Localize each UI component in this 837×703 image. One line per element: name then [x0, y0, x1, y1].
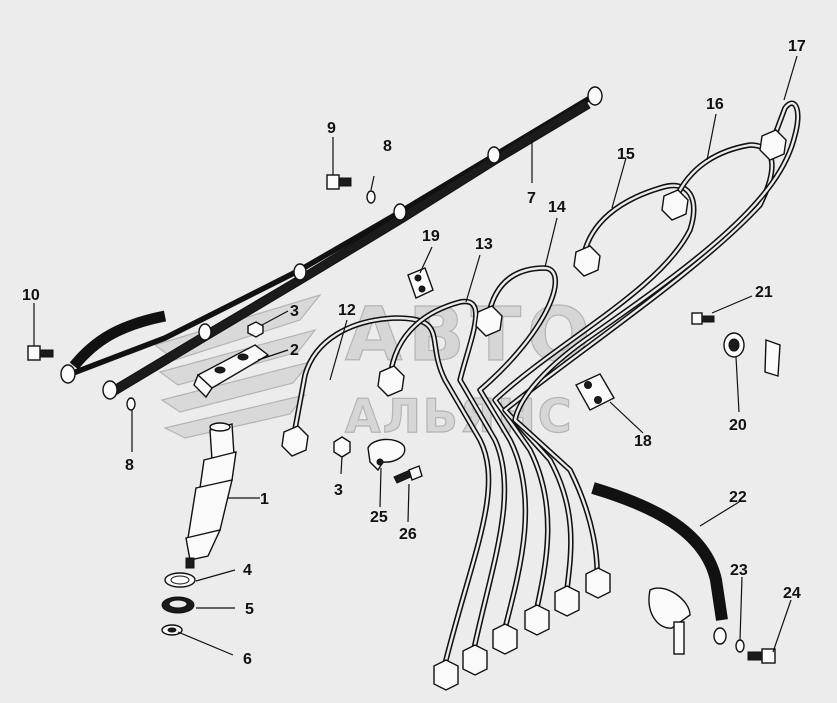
hose-clip-20 [723, 332, 781, 377]
callout-5: 5 [245, 601, 254, 618]
banjo-fitting [587, 86, 603, 106]
banjo-fitting [293, 263, 307, 281]
callout-13: 13 [475, 236, 493, 253]
callout-25: 25 [370, 509, 388, 526]
callout-21: 21 [755, 284, 773, 301]
callout-3-lower: 3 [334, 482, 343, 499]
injector-clamp-2 [193, 344, 270, 399]
leak-off-line-7 [60, 86, 603, 400]
pipe-clamp-18 [575, 373, 615, 411]
callout-17: 17 [788, 38, 806, 55]
sealing-washer-8-upper [366, 190, 376, 204]
callout-1: 1 [260, 491, 269, 508]
banjo-bolt-24 [747, 648, 776, 664]
callout-3-upper: 3 [290, 303, 299, 320]
banjo-fitting [487, 146, 501, 164]
injector-1 [185, 422, 237, 569]
callout-15: 15 [617, 146, 635, 163]
banjo-fitting [198, 323, 212, 341]
banjo-bolt-9 [326, 174, 352, 190]
nut-3-lower [333, 436, 351, 458]
callout-16: 16 [706, 96, 724, 113]
banjo-bolt-10 [27, 345, 54, 361]
sealing-washer-23 [735, 639, 745, 653]
bolt-21 [691, 312, 715, 325]
pipe-clamp-19 [407, 267, 434, 299]
callout-10: 10 [22, 287, 40, 304]
callout-18: 18 [634, 433, 652, 450]
nut-3-upper [247, 321, 264, 338]
callout-7: 7 [527, 190, 536, 207]
bolt-26 [393, 465, 423, 484]
seal-ring-4 [164, 572, 196, 588]
callout-19: 19 [422, 228, 440, 245]
leader-lines [33, 55, 798, 656]
bracket-clamp-25 [367, 438, 406, 472]
callout-8-upper: 8 [383, 138, 392, 155]
callout-12: 12 [338, 302, 356, 319]
callout-4: 4 [243, 562, 252, 579]
callout-8-lower: 8 [125, 457, 134, 474]
banjo-fitting [393, 203, 407, 221]
callout-22: 22 [729, 489, 747, 506]
callout-24: 24 [783, 585, 801, 602]
callout-26: 26 [399, 526, 417, 543]
callout-20: 20 [729, 417, 747, 434]
watermark-line2: АЛЬЯНС [345, 389, 574, 443]
banjo-fitting [60, 364, 76, 384]
callout-23: 23 [730, 562, 748, 579]
callout-9: 9 [327, 120, 336, 137]
return-hose-22 [591, 482, 728, 655]
callout-14: 14 [548, 199, 566, 216]
banjo-fitting [102, 380, 118, 400]
callout-2: 2 [290, 342, 299, 359]
injection-pipes [281, 100, 801, 691]
callout-labels: 1 2 3 3 4 5 6 7 8 8 9 10 12 13 14 15 16 … [22, 38, 806, 668]
callout-6: 6 [243, 651, 252, 668]
sealing-washer-8-lower [126, 397, 136, 411]
